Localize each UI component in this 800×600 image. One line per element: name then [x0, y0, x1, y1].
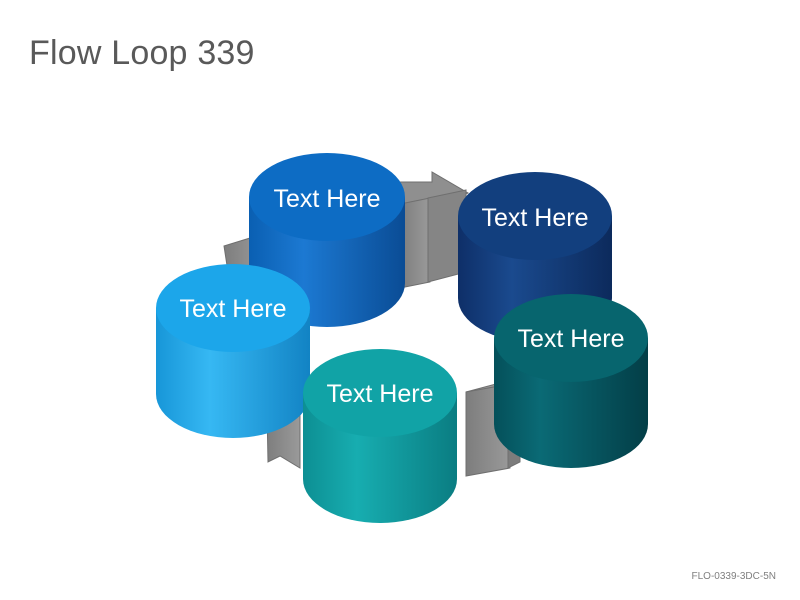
arrow-node1-to-node2 [397, 171, 470, 289]
footer-code: FLO-0339-3DC-5N [691, 571, 776, 582]
node-1-label: Text Here [274, 185, 381, 213]
node-3: Text Here [494, 294, 648, 468]
node-3-label: Text Here [518, 325, 625, 353]
node-4-label: Text Here [327, 380, 434, 408]
node-5: Text Here [156, 264, 310, 438]
slide-title: Flow Loop 339 [29, 34, 255, 72]
node-5-label: Text Here [180, 295, 287, 323]
node-4: Text Here [303, 349, 457, 523]
node-1: Text Here [249, 153, 405, 327]
node-2-label: Text Here [482, 204, 589, 232]
